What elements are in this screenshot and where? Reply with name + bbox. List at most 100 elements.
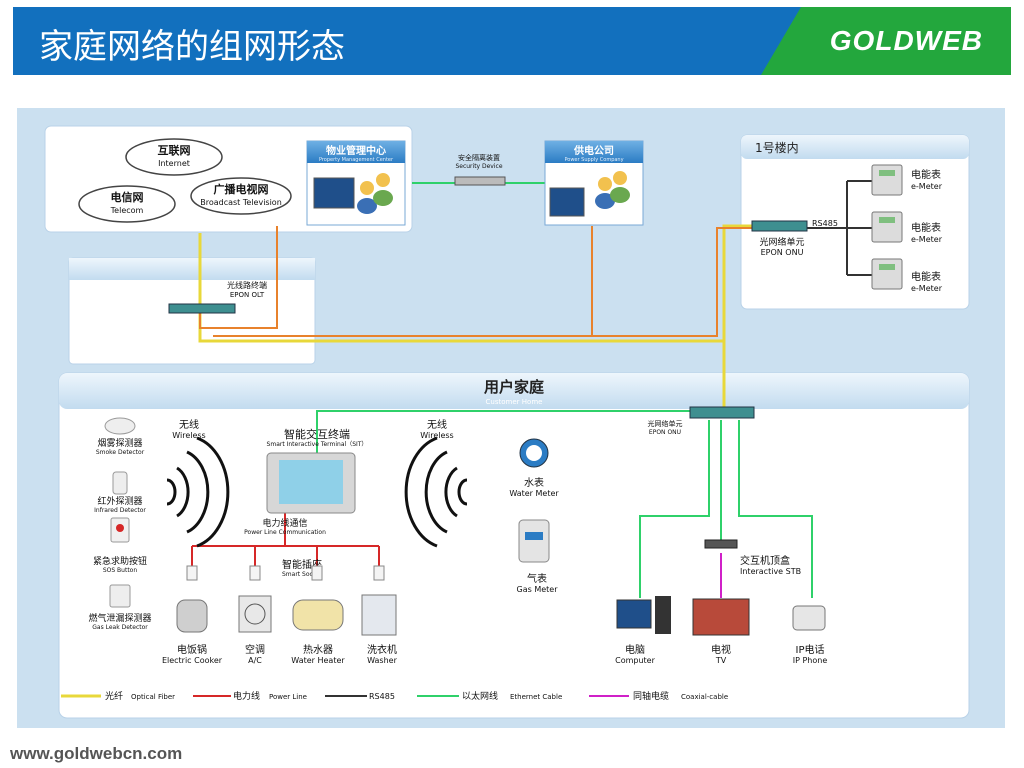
building-panel: 1号楼内 bbox=[740, 134, 970, 310]
user-icon bbox=[613, 171, 627, 185]
meter-1: 电能表 e-Meter bbox=[871, 164, 943, 196]
smart-socket-icon bbox=[311, 565, 323, 581]
gas-meter-cn: 气表 bbox=[527, 572, 547, 585]
onu-icon bbox=[689, 406, 755, 419]
meter-1-cn: 电能表 bbox=[911, 168, 941, 181]
legend-coax-cn: 同轴电缆 bbox=[633, 690, 669, 702]
security-device-cn: 安全隔离装置 bbox=[458, 153, 500, 162]
security-device-icon bbox=[454, 176, 506, 186]
cloud-internet-en: Internet bbox=[158, 159, 190, 168]
sos-button: 紧急求助按钮 SOS Button bbox=[93, 517, 147, 574]
gas-meter-icon bbox=[518, 519, 550, 563]
smoke-detector-icon bbox=[104, 417, 136, 435]
ethernet-computer bbox=[639, 420, 710, 598]
building-onu-en: EPON ONU bbox=[761, 248, 804, 257]
appliance-cooker: 电饭锅 Electric Cooker bbox=[162, 599, 223, 665]
cloud-internet: 互联网 Internet bbox=[125, 138, 223, 176]
home-onu-en: EPON ONU bbox=[649, 429, 681, 436]
gas-meter-en: Gas Meter bbox=[517, 585, 559, 594]
monitor-icon bbox=[549, 187, 585, 217]
appliance-washer-cn: 洗衣机 bbox=[367, 643, 397, 656]
water-heater-icon bbox=[292, 599, 344, 631]
user-icon bbox=[376, 173, 390, 187]
stb-cn: 交互机顶盒 bbox=[740, 554, 790, 567]
power-company-en: Power Supply Company bbox=[564, 157, 623, 163]
meter-2-en: e-Meter bbox=[911, 235, 943, 244]
building-onu-cn: 光网络单元 bbox=[759, 236, 804, 248]
legend-ethernet-cn: 以太网线 bbox=[462, 690, 498, 702]
device-computer-cn: 电脑 bbox=[625, 643, 645, 656]
sit-cn: 智能交互终端 bbox=[284, 427, 350, 441]
smart-terminal: 智能交互终端 Smart Interactive Terminal（SIT） 电… bbox=[244, 427, 367, 536]
stb-en: Interactive STB bbox=[740, 567, 801, 576]
infrared-detector-icon bbox=[112, 471, 128, 495]
water-meter-cn: 水表 bbox=[524, 476, 544, 489]
property-center-en: Property Management Center bbox=[319, 157, 394, 163]
cloud-broadcast-en: Broadcast Television bbox=[200, 198, 282, 207]
device-tv: 电视 TV bbox=[692, 598, 750, 665]
ip-phone-icon bbox=[792, 605, 826, 631]
property-center-box: 物业管理中心 Property Management Center bbox=[306, 140, 406, 226]
meter-icon bbox=[871, 164, 903, 196]
olt-icon bbox=[168, 303, 236, 314]
wireless-right-en: Wireless bbox=[420, 431, 453, 440]
sensor-sos-cn: 紧急求助按钮 bbox=[93, 555, 147, 567]
device-tv-en: TV bbox=[715, 656, 727, 665]
power-company-cn: 供电公司 bbox=[573, 144, 614, 157]
property-center-cn: 物业管理中心 bbox=[326, 144, 386, 157]
orange-line-property bbox=[199, 226, 278, 329]
appliance-heater-en: Water Heater bbox=[291, 656, 345, 665]
legend-ethernet-en: Ethernet Cable bbox=[510, 693, 562, 701]
legend-rs485-en: RS485 bbox=[369, 692, 395, 701]
orange-line-building bbox=[592, 227, 752, 337]
legend: 光纤 Optical Fiber 电力线 Power Line RS485 以太… bbox=[61, 690, 728, 702]
legend-power-cn: 电力线 bbox=[233, 690, 260, 702]
device-ip-phone: IP电话 IP Phone bbox=[792, 605, 827, 665]
smoke-detector: 烟雾探测器 Smoke Detector bbox=[96, 417, 145, 456]
appliance-ac-en: A/C bbox=[248, 656, 262, 665]
fiber-line-building bbox=[722, 224, 752, 341]
logo-tab: GOLDWEB bbox=[761, 7, 1011, 75]
infrared-detector: 红外探测器 Infrared Detector bbox=[94, 471, 146, 514]
tv-icon bbox=[692, 598, 750, 636]
wireless-left-cn: 无线 bbox=[179, 418, 199, 431]
appliance-heater-cn: 热水器 bbox=[303, 643, 333, 656]
sensor-smoke-en: Smoke Detector bbox=[96, 449, 145, 456]
smart-socket-group: 智能插座 Smart Socket bbox=[186, 558, 385, 581]
water-meter-en: Water Meter bbox=[509, 489, 559, 498]
plc-cn: 电力线通信 bbox=[262, 517, 307, 529]
meter-3: 电能表 e-Meter bbox=[871, 258, 943, 293]
cloud-broadcast: 广播电视网 Broadcast Television bbox=[190, 177, 292, 215]
user-icon bbox=[360, 181, 374, 195]
meter-3-en: e-Meter bbox=[911, 284, 943, 293]
meter-icon bbox=[871, 258, 903, 290]
cloud-telecom-cn: 电信网 bbox=[111, 190, 144, 204]
appliance-heater: 热水器 Water Heater bbox=[291, 599, 345, 665]
sensor-smoke-cn: 烟雾探测器 bbox=[97, 437, 142, 449]
cloud-broadcast-cn: 广播电视网 bbox=[214, 182, 269, 196]
security-device-en: Security Device bbox=[455, 163, 502, 170]
sensor-gas-cn: 燃气泄漏探测器 bbox=[88, 612, 151, 624]
smart-socket-icon bbox=[373, 565, 385, 581]
appliance-ac-cn: 空调 bbox=[245, 643, 265, 656]
wireless-waves-icon bbox=[166, 436, 230, 548]
meter-2-cn: 电能表 bbox=[911, 221, 941, 234]
ethernet-sit bbox=[316, 410, 690, 453]
interactive-stb: 交互机顶盒 Interactive STB bbox=[704, 539, 801, 576]
wireless-left-en: Wireless bbox=[172, 431, 205, 440]
device-phone-cn: IP电话 bbox=[796, 643, 825, 656]
gas-leak-detector-icon bbox=[109, 584, 131, 608]
fiber-line-main bbox=[198, 233, 726, 408]
appliance-cooker-cn: 电饭锅 bbox=[177, 643, 207, 656]
building-onu: RS485 光网络单元 EPON ONU bbox=[751, 219, 838, 257]
meter-1-en: e-Meter bbox=[911, 182, 943, 191]
device-computer-en: Computer bbox=[615, 656, 655, 665]
water-meter: 水表 Water Meter bbox=[509, 438, 559, 498]
monitor-icon bbox=[313, 177, 355, 209]
meter-icon bbox=[871, 211, 903, 243]
sensor-sos-en: SOS Button bbox=[103, 567, 138, 574]
security-device: 安全隔离装置 Security Device bbox=[454, 153, 506, 186]
power-company-box: 供电公司 Power Supply Company bbox=[544, 140, 644, 226]
legend-fiber-cn: 光纤 bbox=[105, 690, 123, 702]
wireless-right: 无线 Wireless bbox=[404, 418, 468, 548]
